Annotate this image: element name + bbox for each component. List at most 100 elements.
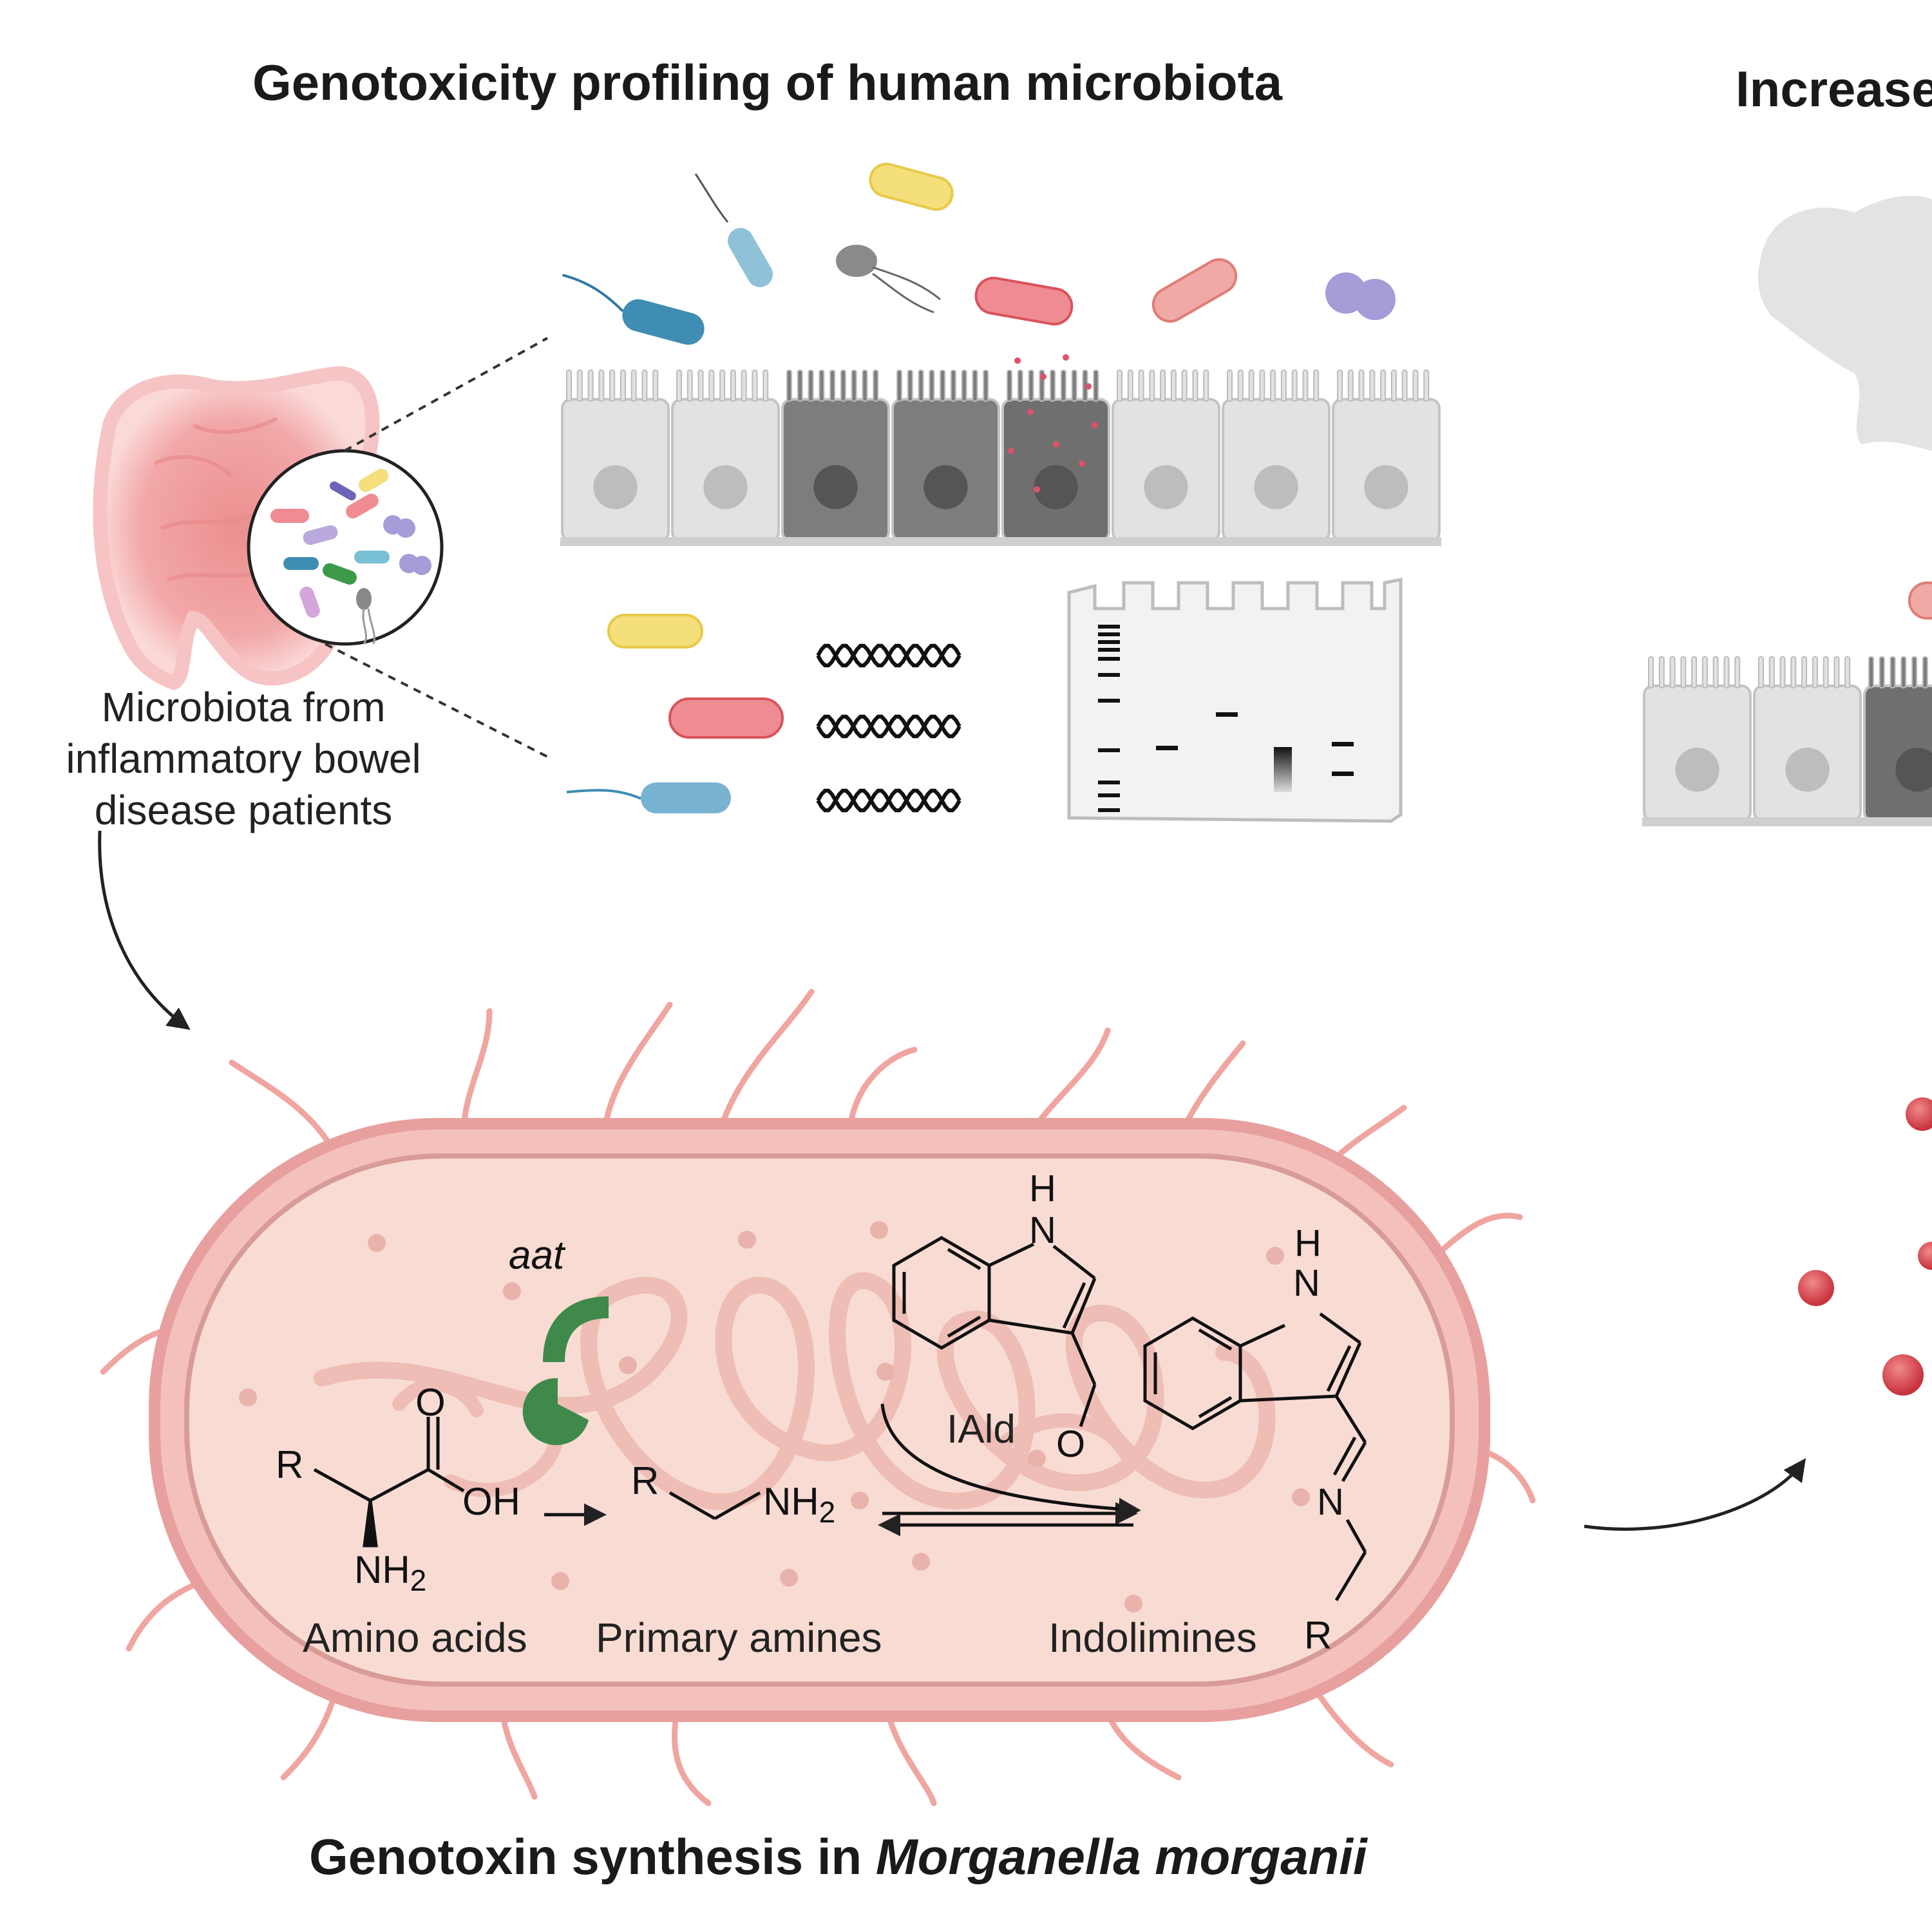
ladder-band [1098,699,1120,703]
cytoplasm-dot [1266,1247,1284,1265]
title-genotoxin-prefix: Genotoxin synthesis in [309,1828,876,1885]
amino-acid-r-group: R [276,1443,303,1486]
iald-n: N [1029,1209,1056,1251]
microbiota-label-line-1: Microbiota from [102,684,386,730]
zoom-line-top [344,337,548,452]
dna-strands [816,643,961,813]
flagellum [718,989,815,1130]
iald-aldehyde-o: O [1056,1423,1085,1465]
toxin-dot [1053,441,1059,448]
arrow-to-bacterium [98,830,191,1030]
flagellum [602,1001,673,1130]
morganella-bacterium [100,989,1536,1806]
flagellum [280,1690,338,1781]
ladder-band [1098,808,1120,812]
arrow-to-right-panel [1584,1458,1806,1531]
ladder-band [1098,657,1120,661]
ladder-band [1098,748,1120,752]
title-right-cut: Increase [1736,61,1932,117]
epithelial-cell [1112,370,1220,542]
cytoplasm-dot [1124,1595,1142,1613]
floating-bacteria [562,162,1396,345]
cytoplasm-dots [239,1221,1310,1613]
dna-double-helix [816,788,961,813]
amino-acid-carbonyl-o: O [415,1381,446,1424]
reaction-scheme: R O OH NH2 aat R NH2 [276,1168,1367,1661]
bacteria-dna-panel [566,614,961,813]
cytoplasm-dot [1292,1488,1310,1506]
flagellum [1104,1710,1182,1781]
epithelial-cell [1753,656,1862,822]
dna-double-helix [816,643,961,668]
gel-electrophoresis [1067,577,1403,823]
aat-enzyme-arm [543,1296,609,1363]
cytoplasm-dot [551,1572,569,1590]
dna-double-helix [816,714,961,739]
microbiota-label-line-2: inflammatory bowel [66,735,421,782]
amino-acid-structure [313,1417,465,1548]
cytoplasm-dot [870,1221,888,1239]
amino-acid-oh: OH [462,1480,520,1523]
indolimine-r-group: R [1304,1614,1332,1657]
epithelial-cell [1643,656,1752,822]
label-indolimines: Indolimines [1048,1615,1257,1661]
epithelial-cell [1863,656,1932,822]
indolimine-imine-n: N [1317,1481,1344,1523]
primary-amine-nh2: NH2 [763,1480,835,1529]
toxin-dot [1014,357,1021,364]
flagellum [886,1713,937,1806]
epithelial-cell [891,370,1000,542]
epithelial-cell-row-right [1642,656,1932,826]
toxin-dot [1085,383,1092,390]
toxin-dot [1092,422,1098,428]
ladder-band [1098,632,1120,636]
cytoplasm-dot [876,1363,895,1381]
ladder-band [1098,781,1120,784]
epithelial-cell-row-top [560,354,1441,546]
microbiota-label-line-3: disease patients [95,787,393,833]
label-primary-amines: Primary amines [596,1615,882,1661]
cytoplasm-dot [239,1388,257,1406]
flagellum [499,1710,538,1800]
flagellum [1311,1684,1394,1768]
ladder-band [1098,625,1120,629]
toxin-dot [1079,460,1085,467]
ladder-band [1098,648,1120,652]
epithelial-cell [781,370,890,542]
indolimine-h: H [1294,1222,1321,1264]
epithelial-cell [671,370,780,542]
primary-amine-sub2: 2 [819,1495,836,1529]
ladder-band [1098,673,1120,677]
toxin-dot [1008,448,1014,454]
cytoplasm-dot [780,1569,798,1587]
title-genotoxicity-profiling: Genotoxicity profiling of human microbio… [252,54,1283,111]
toxin-dot [1040,374,1046,380]
flagellum [229,1059,338,1156]
flagellum [847,1046,918,1130]
amino-acid-nh: NH [354,1548,410,1591]
gel-ladder [1098,625,1120,812]
amino-acid-nh2: NH2 [354,1548,426,1597]
toxin-dot [1063,354,1069,361]
title-species-name: Morganella morganii [876,1828,1368,1885]
iald-h: H [1029,1168,1056,1209]
label-amino-acids: Amino acids [303,1615,527,1661]
cytoplasm-dot [1028,1450,1046,1468]
gene-label-aat: aat [509,1233,566,1278]
epithelial-cell [561,370,670,542]
ladder-band [1098,640,1120,644]
epithelial-cell [1332,370,1441,542]
primary-amine-r-group: R [631,1459,659,1502]
cytoplasm-dot [368,1234,386,1252]
cytoplasm-dot [503,1282,521,1300]
epithelial-cell [1222,370,1331,542]
iald-structure [892,1236,1097,1427]
flagellum [671,1713,712,1806]
indolimine-structure [1143,1312,1367,1602]
toxin-dot [1027,409,1034,415]
ladder-band [1098,793,1120,797]
primary-amine-structure [668,1491,761,1520]
right-panel-partial [1642,196,1932,1396]
cytoplasm-dot [619,1356,637,1374]
